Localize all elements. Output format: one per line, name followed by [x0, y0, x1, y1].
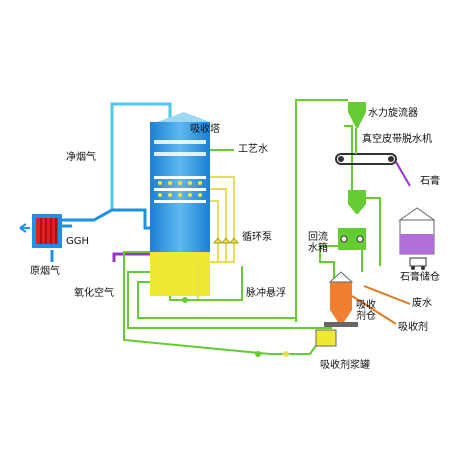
- vacuum-belt-filter: [335, 153, 397, 165]
- return-water-cyclone: [348, 190, 366, 214]
- label-pulse-suspension: 脉冲悬浮: [246, 288, 286, 299]
- oxidation-air-pipe: [112, 252, 150, 262]
- ggh-fins: [40, 218, 57, 244]
- label-vacuum-belt: 真空皮带脱水机: [362, 134, 432, 145]
- return-water-tank: [338, 228, 366, 250]
- slurry-pump-icon-1: [255, 351, 261, 357]
- absorbent-feeder: [324, 322, 358, 327]
- label-slurry-tank: 吸收剂浆罐: [320, 360, 370, 371]
- absorber-slurry-zone: [150, 252, 210, 296]
- spray-layers: [154, 176, 206, 203]
- label-absorbent-silo: 吸收剂仓: [356, 300, 376, 322]
- label-gypsum: 石膏: [420, 176, 440, 187]
- label-clean-gas: 净烟气: [66, 152, 96, 163]
- spray-nozzles: [158, 181, 202, 197]
- absorbent-slurry-tank: [315, 329, 337, 347]
- label-return-tank: 回流水箱: [308, 232, 328, 254]
- pulse-pump-icon: [182, 297, 188, 303]
- tank-agitator-right: [356, 235, 364, 243]
- demister-upper: [154, 140, 206, 144]
- absorbent-silo: [330, 282, 352, 322]
- demister-lower: [154, 152, 206, 156]
- absorbent-feed-pipe: [351, 295, 397, 325]
- circulation-pump-icons: [212, 237, 240, 244]
- slurry-transfer-pipes: [123, 99, 381, 355]
- pulse-suspension-pipes: [127, 266, 243, 301]
- tank-agitator-left: [340, 235, 348, 243]
- gypsum-storage-roof: [398, 207, 436, 221]
- wastewater-pipe: [363, 285, 411, 305]
- ggh-core: [36, 218, 58, 244]
- label-process-water: 工艺水: [238, 144, 268, 155]
- absorbent-silo-roof: [328, 271, 354, 283]
- label-gypsum-storage: 石膏储仓: [400, 272, 440, 283]
- hydrocyclone: [348, 102, 366, 128]
- label-ggh: GGH: [66, 236, 90, 247]
- gypsum-storage-fill: [400, 234, 434, 254]
- label-hydrocyclone: 水力旋流器: [368, 108, 418, 119]
- label-oxidation-air: 氧化空气: [74, 288, 114, 299]
- absorber-tower-top: [157, 112, 210, 122]
- label-wastewater: 废水: [412, 298, 432, 309]
- slurry-pump-icon-2: [283, 351, 289, 357]
- gas-outlet-arrow: [19, 223, 30, 233]
- ggh-to-tower-pipe: [60, 208, 150, 230]
- gypsum-conveyor: [395, 161, 411, 187]
- label-circ-pump: 循环泵: [242, 232, 272, 243]
- belt-roller-left: [338, 156, 344, 162]
- label-absorber: 吸收塔: [190, 124, 220, 135]
- gypsum-truck: [409, 257, 427, 270]
- label-absorbent-agent: 吸收剂: [398, 322, 428, 333]
- clean-gas-pipe: [110, 102, 172, 210]
- belt-roller-right: [388, 156, 394, 162]
- label-raw-gas: 原烟气: [30, 266, 60, 277]
